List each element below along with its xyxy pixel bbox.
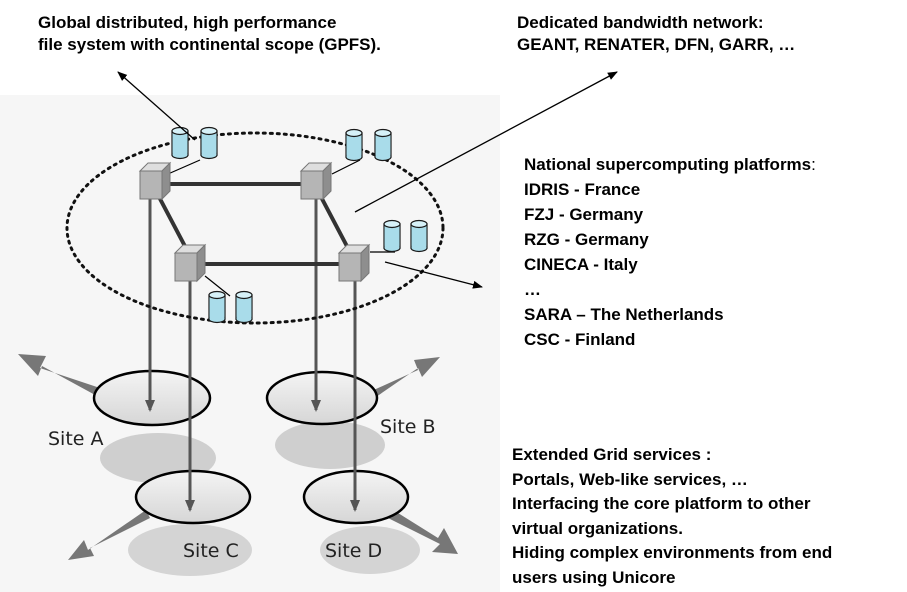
platforms-heading: National supercomputing platforms: xyxy=(524,152,816,177)
network-dotted-ellipse xyxy=(65,131,445,325)
storage-connector-2 xyxy=(331,159,361,175)
storage-cylinder-icon xyxy=(200,126,218,160)
platform-item: CINECA - Italy xyxy=(524,255,638,274)
platform-nodes xyxy=(138,161,371,283)
platform-item: CSC - Finland xyxy=(524,330,636,349)
storage-cylinder-icon xyxy=(410,219,428,253)
site-d-outward-arrow xyxy=(384,508,458,554)
site-a-outward-arrow xyxy=(18,354,112,402)
site-a-disc xyxy=(92,369,212,427)
grid-services-line: Portals, Web-like services, … xyxy=(512,469,748,489)
storage-connector-1 xyxy=(167,159,201,175)
gpfs-caption-line-2: file system with continental scope (GPFS… xyxy=(38,35,381,54)
platform-item: RZG - Germany xyxy=(524,230,649,249)
platform-item: SARA – The Netherlands xyxy=(524,305,724,324)
site-b-label: Site B xyxy=(380,416,436,438)
site-c-outward-arrow xyxy=(68,510,150,560)
grid-services-line: Extended Grid services : xyxy=(512,445,712,464)
platform-item: IDRIS - France xyxy=(524,180,641,199)
node-to-site-arrows xyxy=(145,192,360,512)
site-c-label: Site C xyxy=(183,540,239,562)
site-a-label: Site A xyxy=(48,428,104,450)
gpfs-caption-line-1: Global distributed, high performance xyxy=(38,13,337,32)
grid-services-line: Hiding complex environments from end xyxy=(512,543,833,562)
link-left xyxy=(156,194,190,253)
storage-connector-4 xyxy=(204,275,231,297)
platform-item: FZJ - Germany xyxy=(524,205,644,224)
storage-cylinders xyxy=(171,126,428,324)
network-caption-line-1: Dedicated bandwidth network: xyxy=(517,13,764,32)
storage-cylinder-icon xyxy=(345,128,363,162)
gpfs-pointer-arrow xyxy=(117,71,196,141)
storage-cylinder-icon xyxy=(171,126,189,160)
platform-node-icon xyxy=(299,161,333,201)
platform-node-icon xyxy=(173,243,207,283)
site-b-disc xyxy=(265,370,379,426)
diagram-background xyxy=(0,95,500,592)
site-c-disc xyxy=(134,469,252,525)
platforms-heading-text: National supercomputing platforms xyxy=(524,155,812,174)
platform-node-icon xyxy=(138,161,172,201)
grid-services-line: virtual organizations. xyxy=(512,518,683,538)
grid-services-line: Interfacing the core platform to other xyxy=(512,494,811,513)
network-caption: Dedicated bandwidth network: GEANT, RENA… xyxy=(517,12,795,56)
network-caption-line-2: GEANT, RENATER, DFN, GARR, … xyxy=(517,35,796,54)
network-links xyxy=(156,182,352,266)
storage-cylinder-icon xyxy=(374,128,392,162)
site-d-shadow xyxy=(320,526,420,574)
platforms-pointer-arrow xyxy=(384,261,483,289)
platform-item: … xyxy=(524,280,541,299)
platforms-list: National supercomputing platforms: IDRIS… xyxy=(524,152,816,352)
site-b-shadow xyxy=(275,421,385,469)
platforms-heading-suffix: : xyxy=(811,155,816,174)
storage-cylinder-icon xyxy=(235,290,253,324)
storage-cylinder-icon xyxy=(383,219,401,253)
storage-cylinder-icon xyxy=(208,290,226,324)
link-right xyxy=(318,194,352,253)
grid-services-text: Extended Grid services : Portals, Web-li… xyxy=(512,443,832,590)
gpfs-caption: Global distributed, high performance fil… xyxy=(38,12,381,56)
network-pointer-arrow xyxy=(354,71,618,213)
site-c-shadow xyxy=(128,524,252,576)
site-d-label: Site D xyxy=(325,540,382,562)
platform-node-icon xyxy=(337,243,371,283)
grid-services-line: users using Unicore xyxy=(512,567,676,587)
